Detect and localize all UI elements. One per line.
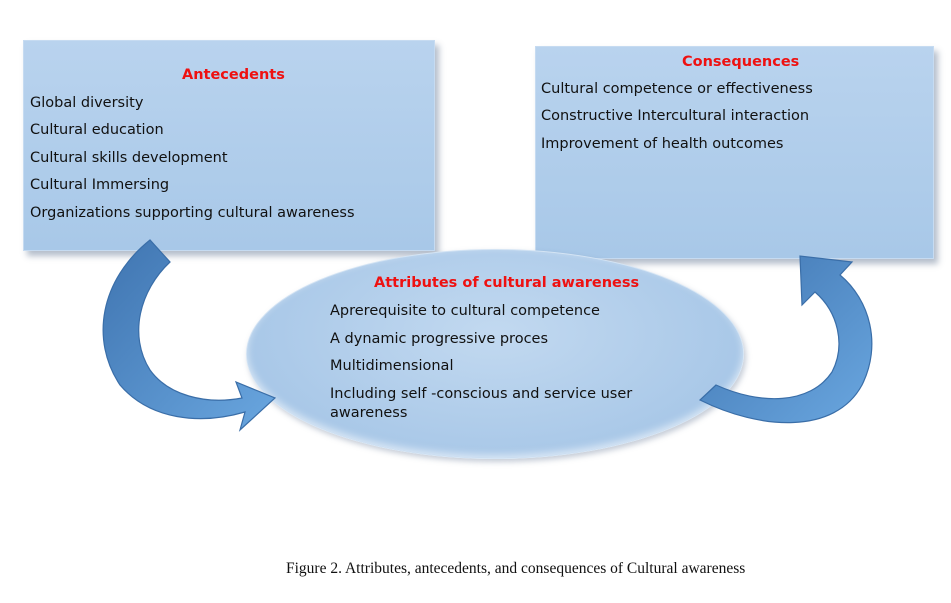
antecedent-item: Global diversity: [30, 95, 144, 111]
attribute-item: awareness: [330, 405, 408, 421]
consequence-item: Constructive Intercultural interaction: [541, 108, 810, 124]
consequences-box: Consequences Cultural competence or effe…: [535, 46, 934, 259]
antecedent-item: Cultural Immersing: [30, 177, 170, 193]
consequence-item: Cultural competence or effectiveness: [541, 81, 813, 97]
curved-arrow-right-icon: [698, 255, 873, 424]
antecedent-item: Organizations supporting cultural awaren…: [30, 205, 355, 221]
antecedents-title: Antecedents: [182, 67, 285, 83]
figure-caption: Figure 2. Attributes, antecedents, and c…: [286, 560, 746, 577]
attribute-item: Including self -conscious and service us…: [330, 386, 633, 402]
antecedent-item: Cultural education: [30, 122, 164, 138]
curved-arrow-left-icon: [102, 239, 277, 432]
attribute-item: A dynamic progressive proces: [330, 331, 549, 347]
attributes-ellipse: Attributes of cultural awareness Aprereq…: [246, 249, 744, 459]
antecedents-box: Antecedents Global diversity Cultural ed…: [23, 40, 435, 251]
attributes-title: Attributes of cultural awareness: [374, 275, 640, 291]
consequences-title: Consequences: [682, 54, 800, 70]
attribute-item: Multidimensional: [330, 358, 454, 374]
consequence-item: Improvement of health outcomes: [541, 136, 784, 152]
attribute-item: Aprerequisite to cultural competence: [330, 303, 600, 319]
antecedent-item: Cultural skills development: [30, 150, 228, 166]
